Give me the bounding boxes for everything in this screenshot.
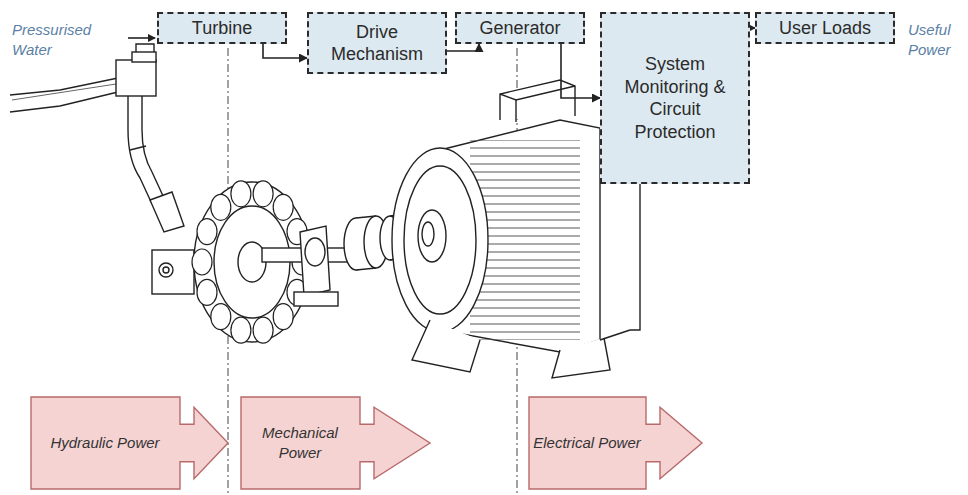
node-label: User Loads [779,17,871,40]
node-label: System Monitoring & Circuit Protection [608,53,742,143]
node-label: Turbine [192,17,252,40]
input-arrow [128,37,155,39]
process-box: User Loads [755,12,895,44]
node-label: Hydraulic Power [34,400,176,486]
flow-label: Pressurised Water [12,20,127,61]
process-box: System Monitoring & Circuit Protection [600,12,750,184]
power-arrow: Mechanical Power [240,396,432,490]
power-arrow: Electrical Power [528,396,704,490]
block-arrow-shape [240,396,432,490]
node-label: Drive Mechanism [315,21,439,66]
node-label: Electrical Power [532,400,642,486]
power-arrow: Hydraulic Power [30,396,230,490]
process-box: Generator [455,12,585,44]
process-box: Turbine [157,12,287,44]
flow-label: Useful Power [908,20,966,61]
node-label: Generator [479,17,560,40]
flow-connector [447,44,479,51]
flow-connector [263,44,307,58]
process-box: Drive Mechanism [307,12,447,74]
node-label: Mechanical Power [244,400,356,486]
turbine-illustration [10,44,310,342]
flow-connector [561,44,600,98]
